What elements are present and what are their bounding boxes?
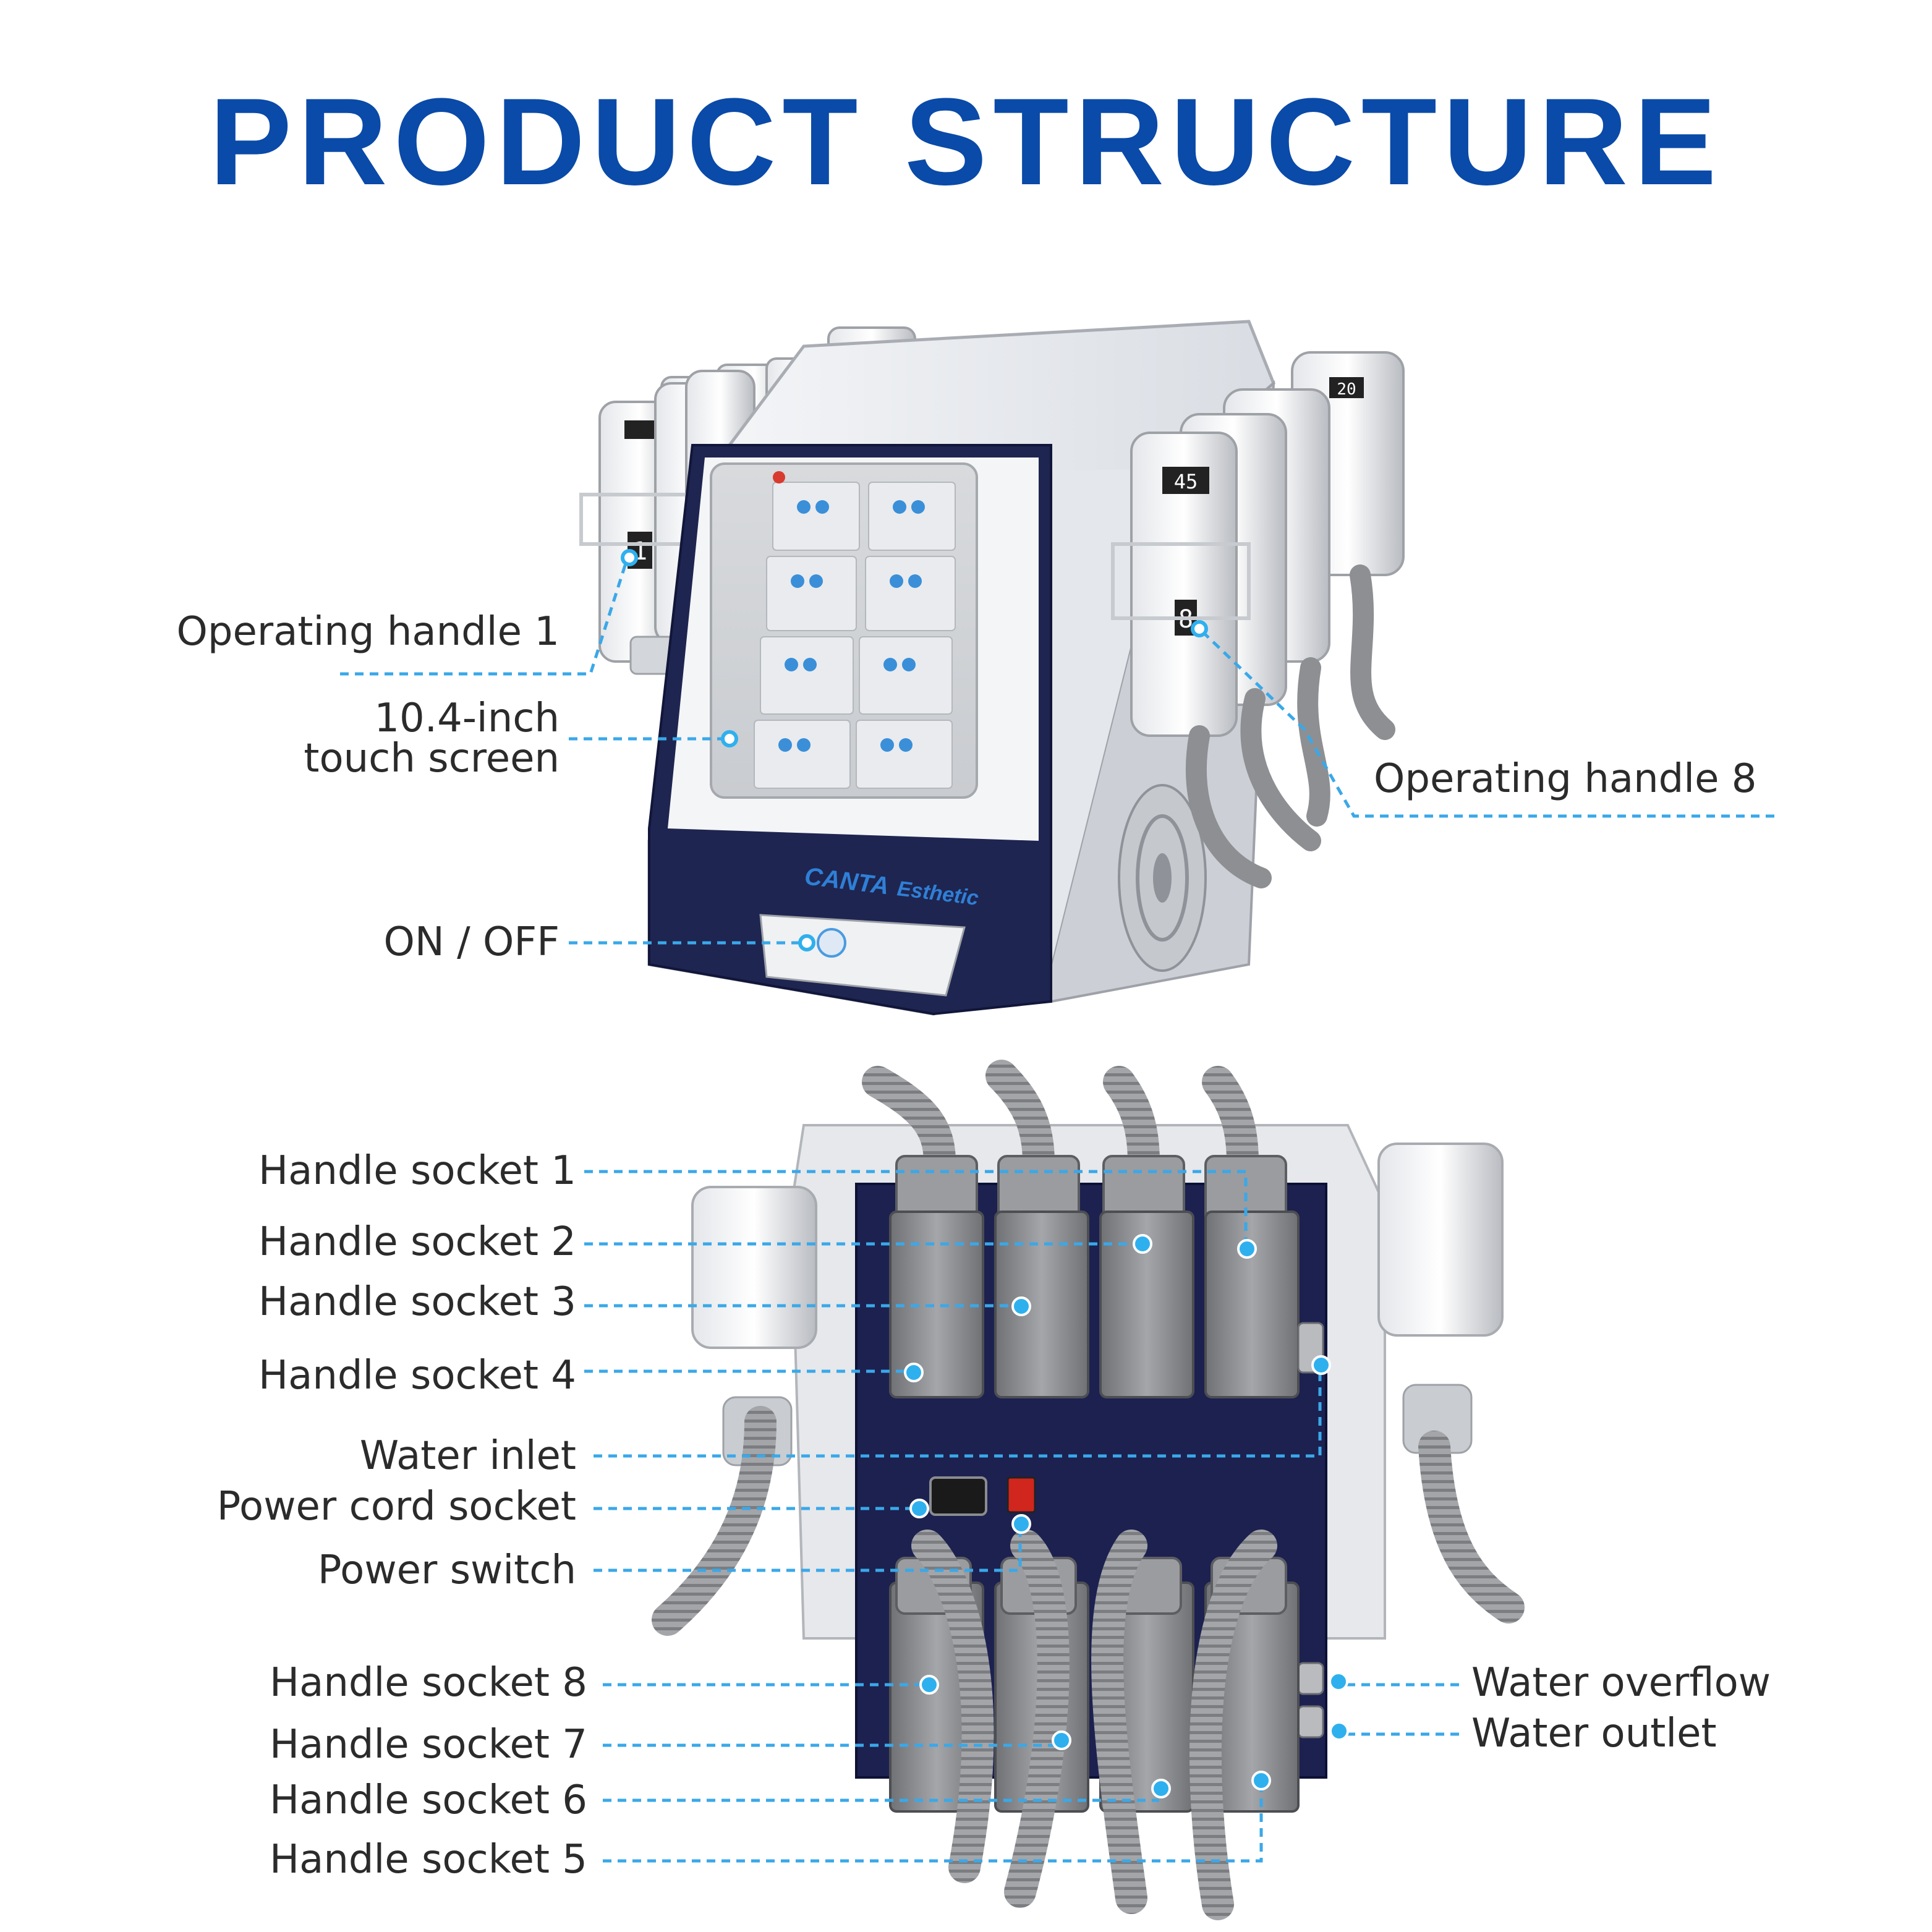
label-handle-socket-2: Handle socket 2 xyxy=(258,1219,576,1265)
label-handle-socket-8: Handle socket 8 xyxy=(269,1660,587,1706)
label-water-overflow: Water overflow xyxy=(1471,1660,1771,1706)
label-handle-socket-1: Handle socket 1 xyxy=(258,1148,576,1194)
far-right-handle-display: 20 xyxy=(1337,380,1356,399)
front-hoses xyxy=(1185,564,1395,888)
label-touch-screen-line2: touch screen xyxy=(304,736,560,781)
label-handle-socket-5: Handle socket 5 xyxy=(269,1837,587,1883)
label-water-outlet: Water outlet xyxy=(1471,1711,1717,1756)
label-handle-socket-6: Handle socket 6 xyxy=(269,1777,587,1823)
label-operating-handle-8: Operating handle 8 xyxy=(1374,756,1757,802)
label-water-inlet: Water inlet xyxy=(359,1433,576,1479)
label-handle-socket-3: Handle socket 3 xyxy=(258,1279,576,1325)
label-handle-socket-7: Handle socket 7 xyxy=(269,1722,587,1768)
bottom-hoses xyxy=(652,1406,1525,1920)
label-power-switch: Power switch xyxy=(317,1547,576,1593)
label-touch-screen-line1: 10.4-inch xyxy=(374,696,560,741)
label-on-off: ON / OFF xyxy=(383,919,560,965)
machine-front: 00 1 xyxy=(579,320,1405,1016)
back-callout-dots xyxy=(904,1234,1349,1798)
right-handles: 20 45 8 xyxy=(1111,351,1405,737)
page-title: PRODUCT STRUCTURE xyxy=(209,73,1723,211)
water-overflow-connector xyxy=(1297,1662,1324,1695)
label-power-cord-socket: Power cord socket xyxy=(216,1484,576,1530)
label-handle-socket-4: Handle socket 4 xyxy=(258,1353,576,1398)
top-hoses xyxy=(862,1060,1259,1178)
power-cord-socket[interactable] xyxy=(929,1476,987,1516)
power-switch[interactable] xyxy=(1006,1476,1036,1513)
machine-back xyxy=(652,1060,1525,1920)
power-button-icon[interactable] xyxy=(817,928,846,958)
callout-dots xyxy=(621,549,1208,951)
label-operating-handle-1: Operating handle 1 xyxy=(176,609,560,655)
water-outlet-connector xyxy=(1297,1705,1324,1738)
touch-screen[interactable] xyxy=(710,462,978,799)
leader-lines xyxy=(340,557,1774,1863)
fan-vent xyxy=(1118,784,1207,972)
right-handle-display: 45 xyxy=(1174,470,1198,493)
